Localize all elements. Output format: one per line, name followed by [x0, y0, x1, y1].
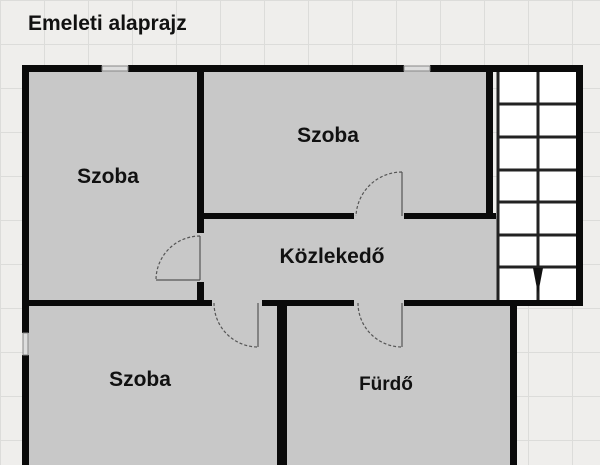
room-label-corridor: Közlekedő	[279, 245, 384, 268]
door-middle-top	[355, 171, 403, 217]
room-label-bathroom: Fürdő	[359, 374, 413, 395]
door-left-bottom	[213, 302, 259, 348]
door-bathroom	[357, 302, 403, 348]
room-floor-middle-top	[200, 69, 492, 219]
corridor-floor	[200, 216, 500, 302]
room-label-middle-top: Szoba	[297, 124, 359, 147]
window	[403, 65, 431, 72]
stair-direction-arrow-icon	[533, 268, 543, 294]
floors	[25, 69, 514, 465]
page-title: Emeleti alaprajz	[28, 12, 187, 35]
room-label-left-bottom: Szoba	[109, 368, 171, 391]
window	[22, 332, 29, 356]
walls	[22, 65, 583, 465]
bathroom-floor	[282, 302, 514, 465]
room-label-left-top: Szoba	[77, 165, 139, 188]
door-left-top	[155, 235, 201, 281]
room-floor-left-top	[25, 69, 203, 302]
staircase	[496, 70, 577, 300]
doors	[155, 171, 403, 348]
room-floor-left-bottom	[25, 302, 280, 465]
window	[101, 65, 129, 72]
windows	[22, 65, 431, 356]
